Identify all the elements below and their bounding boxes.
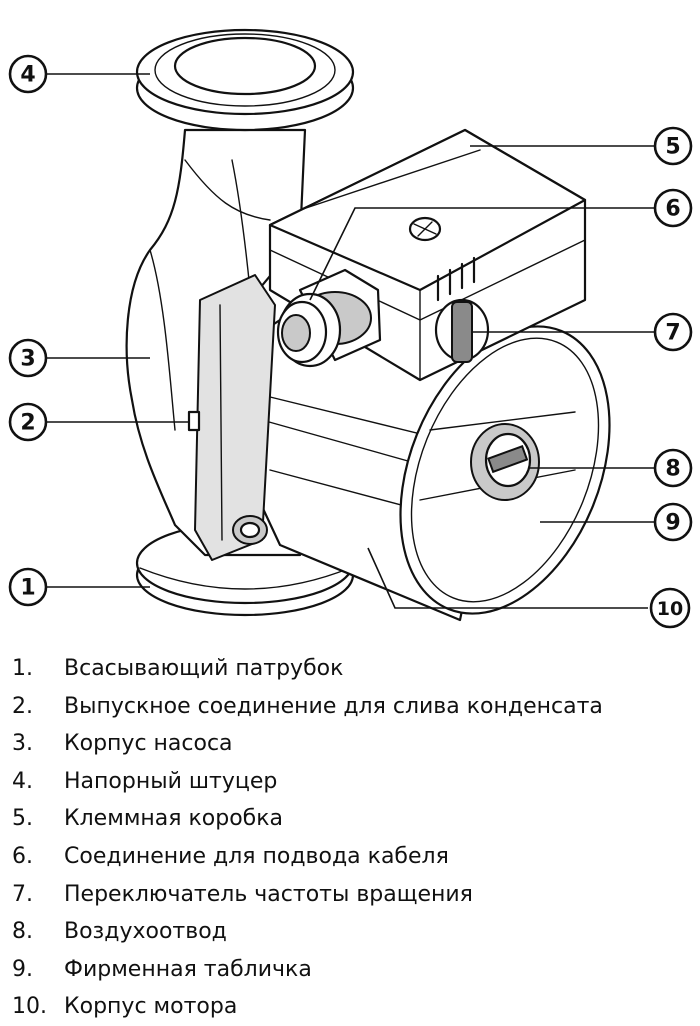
callout-10: 10 (649, 587, 691, 629)
legend-item: 6. Соединение для подвода кабеля (12, 838, 692, 876)
terminal-box (268, 128, 587, 382)
pump-diagram: 1 2 3 4 5 6 7 8 9 10 (8, 28, 693, 629)
terminal-box-screw (408, 216, 442, 242)
legend-item-number: 8. (12, 919, 33, 945)
callout-1: 1 (8, 567, 48, 607)
legend-item-number: 3. (12, 731, 33, 757)
legend-item-number: 10. (12, 994, 47, 1020)
legend-item-number: 7. (12, 881, 33, 907)
legend-item: 9. Фирменная табличка (12, 951, 692, 989)
callout-5-number: 5 (665, 135, 680, 160)
legend-item-number: 1. (12, 656, 33, 681)
terminal-box-slots (436, 256, 476, 302)
callout-9: 9 (653, 502, 693, 542)
callout-8-number: 8 (665, 457, 680, 482)
callout-9-number: 9 (665, 511, 680, 536)
legend-item-label: Соединение для подвода кабеля (64, 843, 449, 869)
legend-item-label: Фирменная табличка (64, 956, 312, 982)
legend-item-label: Напорный штуцер (64, 768, 278, 794)
legend-item: 8. Воздухоотвод (12, 913, 692, 951)
leader-lines (40, 73, 655, 609)
pressure-flange (135, 28, 355, 132)
legend-item: 10. Корпус мотора (12, 988, 692, 1026)
legend-item-label: Воздухоотвод (64, 919, 227, 945)
legend-item-label: Переключатель частоты вращения (64, 881, 473, 907)
legend-item: 4. Напорный штуцер (12, 763, 692, 801)
parts-legend: 1. Всасывающий патрубок 2. Выпускное сое… (12, 650, 692, 1026)
legend-item-number: 4. (12, 768, 33, 794)
callout-10-number: 10 (657, 598, 683, 620)
callout-2: 2 (8, 402, 48, 442)
legend-item-number: 9. (12, 956, 33, 982)
condensate-drain (187, 410, 201, 432)
legend-item: 5. Клеммная коробка (12, 800, 692, 838)
legend-item-number: 5. (12, 806, 33, 832)
legend-item: 2. Выпускное соединение для слива конден… (12, 688, 692, 726)
callout-2-number: 2 (20, 411, 35, 436)
air-vent-screw (470, 423, 540, 501)
callout-4-number: 4 (20, 63, 35, 88)
callout-3: 3 (8, 338, 48, 378)
legend-item-number: 6. (12, 843, 33, 869)
callout-6-number: 6 (665, 197, 680, 222)
legend-item-label: Выпускное соединение для слива конденсат… (64, 693, 603, 719)
legend-item-label: Клеммная коробка (64, 806, 284, 832)
callout-5: 5 (653, 126, 693, 166)
drain-plug (232, 515, 268, 545)
legend-item-number: 2. (12, 693, 33, 719)
legend-item-label: Корпус насоса (64, 731, 233, 757)
callout-3-number: 3 (20, 347, 35, 372)
legend-item: 1. Всасывающий патрубок (12, 650, 692, 688)
callout-8: 8 (653, 448, 693, 488)
callout-7-number: 7 (665, 321, 680, 346)
legend-item: 7. Переключатель частоты вращения (12, 876, 692, 914)
callout-1-number: 1 (20, 576, 35, 601)
callout-4: 4 (8, 54, 48, 94)
callout-7: 7 (653, 312, 693, 352)
legend-item-label: Корпус мотора (64, 994, 238, 1020)
legend-item: 3. Корпус насоса (12, 725, 692, 763)
speed-switch (434, 298, 490, 363)
mounting-flange (194, 274, 276, 561)
callout-6: 6 (653, 188, 693, 228)
cable-gland (276, 268, 382, 368)
legend-item-label: Всасывающий патрубок (64, 656, 344, 681)
